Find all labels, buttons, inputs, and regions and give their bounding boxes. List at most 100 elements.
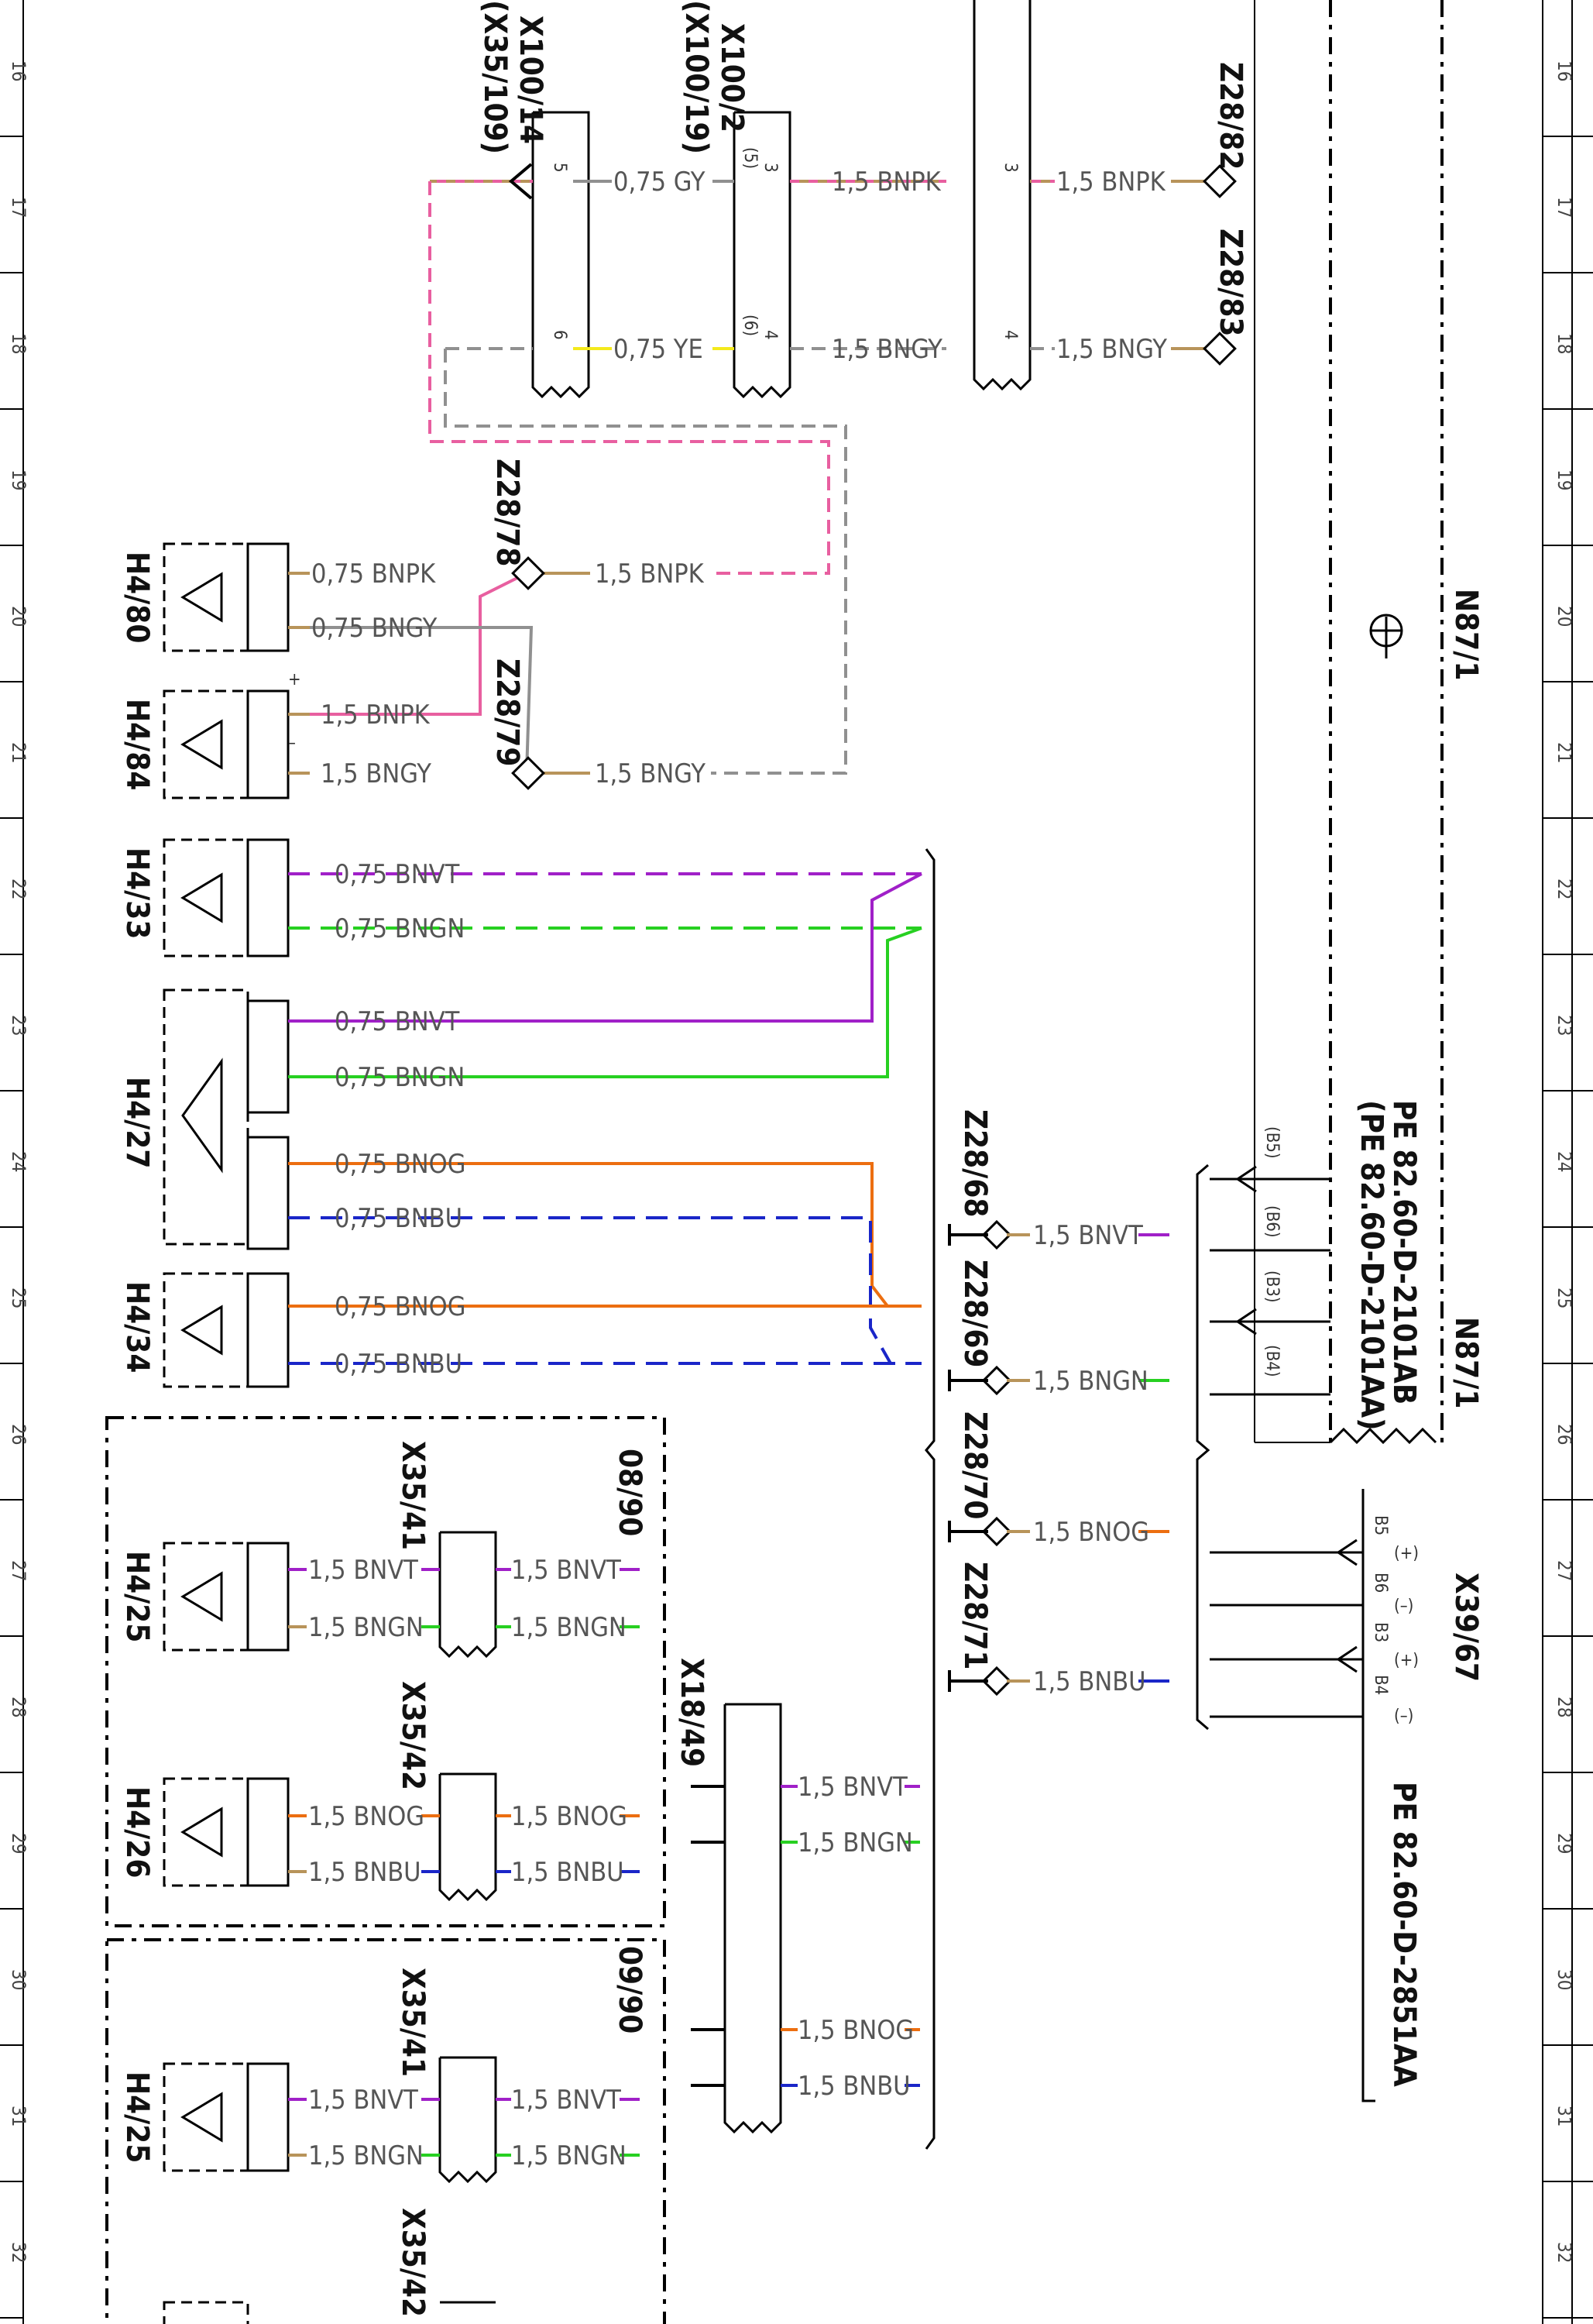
wire-label-bnvt15-x41b: 1,5 BNVT: [511, 2085, 621, 2116]
x39-pin-b3: B3: [1371, 1622, 1390, 1642]
wires-speakers-mid: [288, 872, 922, 1365]
row-number: 16: [1554, 60, 1575, 81]
pin-6-alt: (6): [740, 315, 760, 336]
row-number: 16: [8, 60, 29, 81]
wire-label-ye075: 0,75 YE: [613, 334, 703, 365]
wire-label-bnvt15-h25a: 1,5 BNVT: [308, 1555, 418, 1586]
wire-label-bngy15-b: 1,5 BNGY: [1056, 334, 1167, 365]
x39-minus-1: (–): [1394, 1597, 1413, 1616]
x39-pin-b6: B6: [1371, 1573, 1390, 1593]
row-number: 29: [8, 1833, 29, 1854]
wire-label-bngy15-c: 1,5 BNGY: [595, 758, 706, 789]
row-number: 29: [1554, 1833, 1575, 1854]
z28-79-label: Z28/79: [489, 658, 525, 766]
h4-34-label: H4/34: [119, 1281, 155, 1373]
pin-5-alt: (5): [740, 147, 760, 169]
wire-label-bngn075-h33: 0,75 BNGN: [335, 913, 465, 944]
h4-33-label: H4/33: [119, 847, 155, 939]
z28-70-label: Z28/70: [957, 1411, 993, 1519]
wire-label-bnvt15-x18: 1,5 BNVT: [798, 1772, 908, 1803]
wire-label-bngn15-h25a: 1,5 BNGN: [308, 1612, 424, 1643]
row-number: 30: [8, 1969, 29, 1990]
row-number: 27: [1554, 1560, 1575, 1581]
wire-label-bnbu15-z71: 1,5 BNBU: [1033, 1666, 1146, 1697]
wires-h4-80-84: [288, 572, 310, 775]
x39-plus-2: (+): [1394, 1651, 1419, 1670]
wire-label-bnbu15-h26: 1,5 BNBU: [308, 1857, 421, 1888]
speaker-h4-34: [163, 1272, 290, 1388]
n87-1-label-bottom: N87/1: [1448, 1317, 1484, 1408]
n87-1-boundary: [1254, 0, 1444, 1445]
row-number: 28: [1554, 1697, 1575, 1717]
wire-label-bngn15-z69: 1,5 BNGN: [1033, 1366, 1148, 1397]
pin-b4: (B4): [1262, 1345, 1282, 1377]
wire-label-bnog15-z70: 1,5 BNOG: [1033, 1517, 1149, 1548]
speaker-h4-84: [163, 689, 290, 799]
connector-blocks-top: [531, 0, 1032, 399]
wire-label-bnbu075-h27: 0,75 BNBU: [335, 1203, 462, 1234]
wire-label-bnog15-x18: 1,5 BNOG: [798, 2015, 914, 2046]
x35-109-label: (X35/109): [477, 0, 513, 154]
wire-label-bnbu15-x18: 1,5 BNBU: [798, 2071, 911, 2102]
x39-minus-2: (–): [1394, 1707, 1413, 1726]
splice-points: [511, 164, 1237, 790]
pin-3-c: 3: [1001, 163, 1020, 173]
h4-84-label: H4/84: [119, 699, 155, 790]
row-number: 22: [1554, 878, 1575, 899]
option-boxes: [105, 1416, 666, 2324]
wire-label-bngn15-h25b: 1,5 BNGN: [308, 2140, 424, 2171]
wires-z28-68-71: [948, 1224, 1169, 1692]
x35-42-label-a: X35/42: [395, 1681, 431, 1790]
pin-b6: (B6): [1262, 1205, 1282, 1238]
wire-label-bngy15-a: 1,5 BNGY: [832, 334, 942, 365]
x100-19-label: (X100/19): [678, 0, 714, 154]
bus-brace: [925, 848, 936, 2150]
wire-label-bnog15-h26: 1,5 BNOG: [308, 1801, 424, 1832]
wire-label-bnog075-h34: 0,75 BNOG: [335, 1291, 465, 1322]
z28-69-label: Z28/69: [957, 1260, 993, 1367]
x35-41-label-b: X35/41: [395, 1968, 431, 2077]
row-number: 28: [8, 1697, 29, 1717]
wire-label-bnpk075: 0,75 BNPK: [311, 559, 436, 590]
wire-label-bngn15-x41a: 1,5 BNGN: [511, 1612, 627, 1643]
pin-4-c: 4: [1001, 330, 1020, 340]
pin-b3: (B3): [1262, 1270, 1282, 1303]
pin-b5: (B5): [1262, 1126, 1282, 1159]
x18-49-label: X18/49: [674, 1658, 709, 1767]
lower-speakers: [163, 1531, 782, 2324]
pe-2101ab-ref: PE 82.60-D-2101AB: [1386, 1100, 1422, 1404]
wire-label-bnvt15-h25b: 1,5 BNVT: [308, 2085, 418, 2116]
wire-label-bnog075-h27: 0,75 BNOG: [335, 1149, 465, 1180]
row-number: 32: [1554, 2242, 1575, 2263]
row-number: 23: [1554, 1015, 1575, 1036]
row-number: 18: [1554, 333, 1575, 354]
row-number: 17: [1554, 197, 1575, 218]
wire-label-bnbu15-x42a: 1,5 BNBU: [511, 1857, 624, 1888]
n87-1-label-top: N87/1: [1448, 589, 1484, 680]
z28-68-label: Z28/68: [957, 1109, 993, 1217]
x39-67-label: X39/67: [1448, 1573, 1484, 1682]
row-number: 20: [8, 606, 29, 627]
wire-label-bngn075-h27: 0,75 BNGN: [335, 1062, 465, 1093]
wire-label-bnvt15-x41a: 1,5 BNVT: [511, 1555, 621, 1586]
wire-label-bnpk15-h84: 1,5 BNPK: [321, 700, 431, 731]
row-number: 32: [8, 2242, 29, 2263]
row-number: 19: [1554, 469, 1575, 490]
wire-label-bngn15-x18: 1,5 BNGN: [798, 1827, 913, 1858]
row-number: 27: [8, 1560, 29, 1581]
row-number: 19: [8, 469, 29, 490]
row-number: 31: [1554, 2106, 1575, 2126]
row-number: 25: [8, 1287, 29, 1308]
wire-label-bnvt075-h33: 0,75 BNVT: [335, 859, 460, 890]
wire-label-bnog15-x42a: 1,5 BNOG: [511, 1801, 627, 1832]
pin-3: 3: [760, 163, 780, 173]
pin-5: 5: [550, 163, 569, 173]
arrow-x35-109: [508, 163, 533, 200]
variant-08-90: 08/90: [612, 1449, 647, 1536]
row-number: 26: [1554, 1424, 1575, 1445]
x35-41-label-a: X35/41: [395, 1441, 431, 1550]
row-number: 18: [8, 333, 29, 354]
row-number: 26: [8, 1424, 29, 1445]
